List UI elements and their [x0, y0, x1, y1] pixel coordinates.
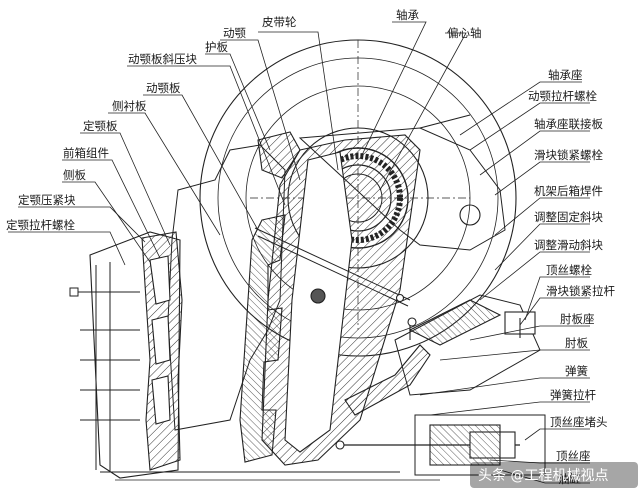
watermark-text: 头条 @工程机械视点 — [478, 467, 608, 484]
label-side-plate: 侧板 — [63, 168, 86, 182]
label-eccentric-shaft: 偏心轴 — [447, 26, 482, 40]
label-jack-seat-plug: 顶丝座堵头 — [550, 415, 608, 429]
toggle-plate — [344, 344, 431, 416]
leader-lines — [8, 21, 590, 484]
label-jack-seat: 顶丝座 — [556, 449, 591, 463]
drawing-body — [69, 39, 546, 481]
label-fixed-jaw-wedge: 定颚压紧块 — [18, 193, 76, 207]
guard-plate — [257, 131, 301, 179]
label-spring: 弹簧 — [565, 364, 588, 378]
label-spring-rod: 弹簧拉杆 — [550, 388, 596, 402]
label-frame-rear-box: 机架后箱焊件 — [534, 184, 603, 198]
label-adjust-fixed-wedge: 调整固定斜块 — [534, 210, 603, 224]
label-oil-cylinder: 油缸 — [558, 472, 581, 486]
label-fixed-jaw-plate: 定颚板 — [83, 119, 118, 133]
watermark: 头条 @工程机械视点 — [470, 462, 638, 488]
label-movable-jaw-tie-bolt: 动颚拉杆螺栓 — [528, 89, 597, 103]
label-pulley: 皮带轮 — [262, 15, 297, 29]
label-guard-plate: 护板 — [205, 40, 228, 54]
adjust-wedges — [408, 299, 502, 346]
label-side-liner: 侧衬板 — [112, 99, 147, 113]
label-front-box: 前箱组件 — [63, 146, 109, 160]
label-fixed-jaw-tie-bolt: 定颚拉杆螺栓 — [6, 218, 75, 232]
jack-seat-box — [414, 414, 546, 476]
label-movable-jaw: 动颚 — [223, 26, 246, 40]
label-adjust-sliding-wedge: 调整滑动斜块 — [534, 238, 603, 252]
label-bearing: 轴承 — [396, 8, 419, 22]
bearing-seat — [298, 127, 506, 251]
part-labels: 皮带轮 轴承 偏心轴 动颚 护板 动颚板斜压块 动颚板 侧衬板 定颚板 前箱组件… — [6, 8, 615, 486]
label-slider-lock-bolt: 滑块锁紧螺栓 — [534, 148, 603, 162]
label-movable-jaw-wedge: 动颚板斜压块 — [128, 52, 197, 66]
fixed-jaw-tie-bolts — [69, 262, 140, 472]
label-bearing-seat-connector: 轴承座联接板 — [534, 117, 603, 131]
label-movable-jaw-plate: 动颚板 — [146, 81, 181, 95]
label-bearing-seat: 轴承座 — [548, 68, 583, 82]
label-slider-lock-rod: 滑块锁紧拉杆 — [546, 284, 615, 298]
front-box-assembly — [89, 231, 181, 479]
label-toggle-plate: 肘板 — [565, 336, 588, 350]
label-toggle-seat: 肘板座 — [560, 312, 595, 326]
label-jack-bolt: 顶丝螺栓 — [546, 263, 592, 277]
